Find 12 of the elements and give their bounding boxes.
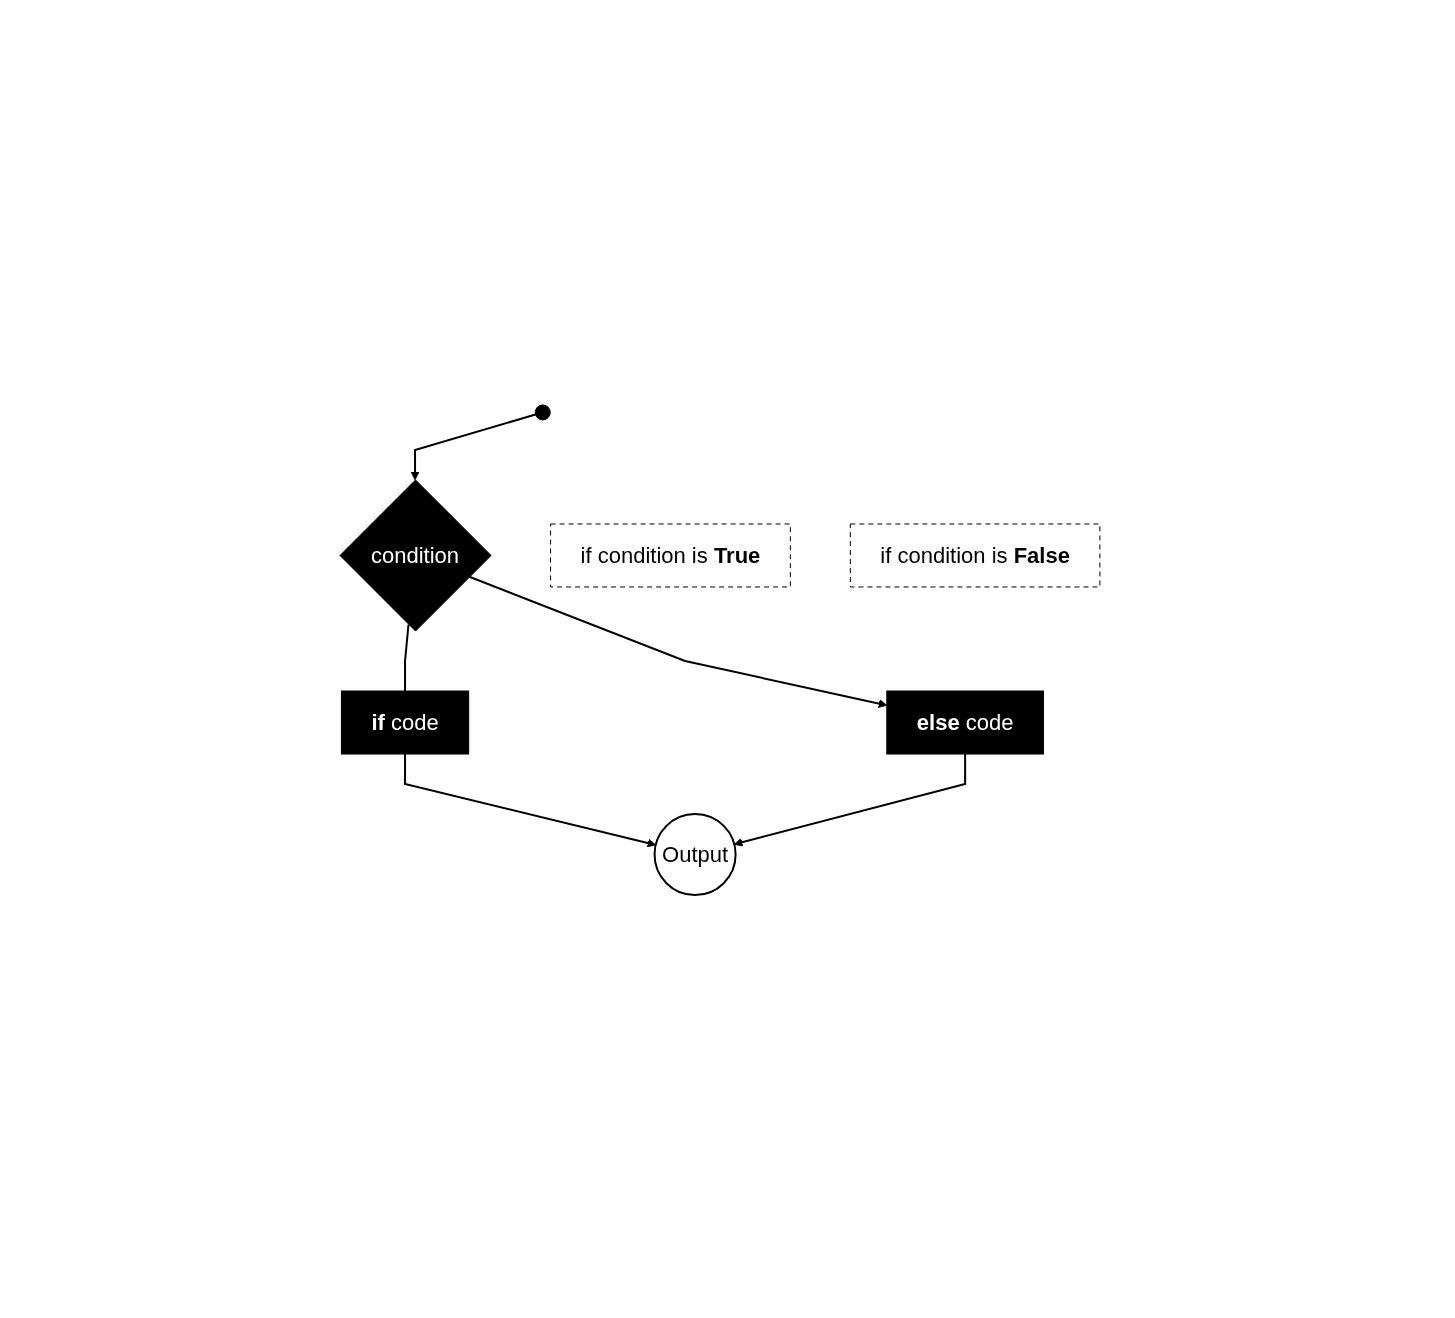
arrow — [733, 753, 967, 847]
arrow — [410, 413, 537, 481]
node-box: else code — [886, 690, 1044, 755]
node-box: if condition is False — [849, 523, 1101, 588]
arrow — [404, 753, 657, 848]
node-circle — [534, 404, 551, 421]
arrow — [468, 575, 888, 708]
node-circle: Output — [653, 813, 737, 897]
connector — [404, 623, 410, 692]
node-box: if code — [340, 690, 470, 755]
node-diamond: condition — [339, 479, 492, 632]
node-box: if condition is True — [550, 523, 791, 588]
